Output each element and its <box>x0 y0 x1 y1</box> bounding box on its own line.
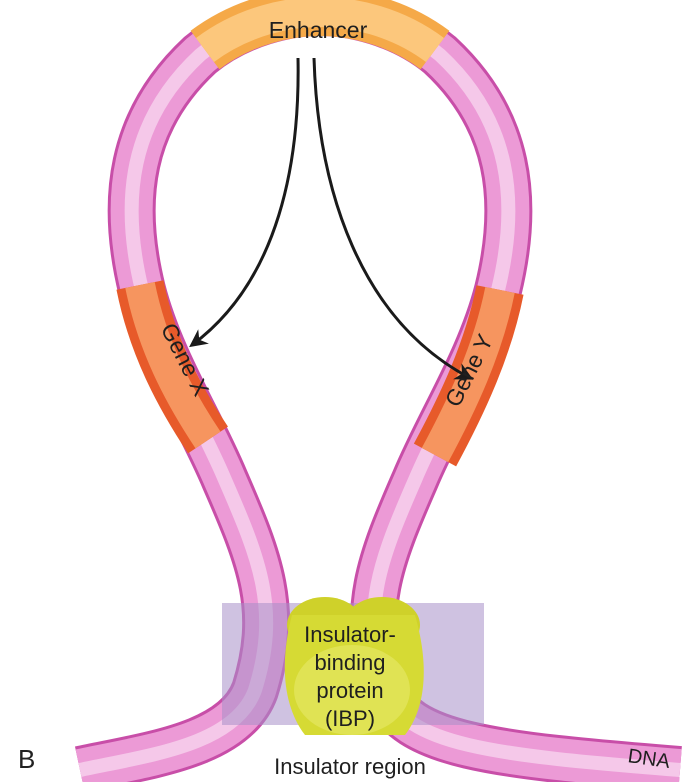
ibp-label-line3: protein <box>316 678 383 703</box>
enhancer-label: Enhancer <box>269 17 368 43</box>
panel-label: B <box>18 744 35 775</box>
ibp-label-line2: binding <box>315 650 386 675</box>
arrow-to-gene-x <box>192 58 298 345</box>
ibp-label-line4: (IBP) <box>325 706 375 731</box>
ibp-label-line1: Insulator- <box>304 622 396 647</box>
insulator-region-label: Insulator region <box>274 754 426 779</box>
arrow-to-gene-y <box>314 58 470 378</box>
